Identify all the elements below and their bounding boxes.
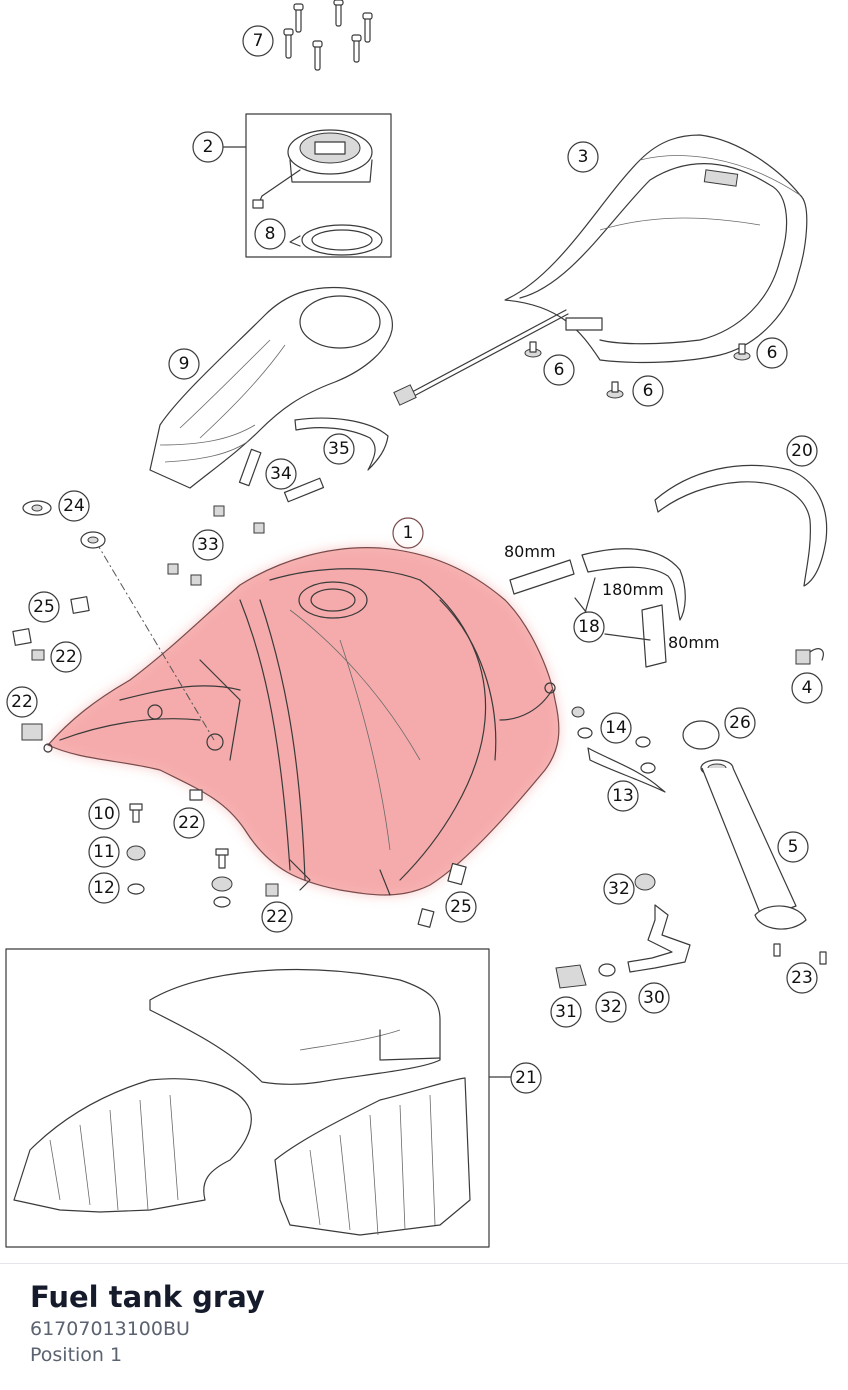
svg-text:35: 35	[328, 439, 350, 459]
dimension-80mm-bottom: 80mm	[668, 633, 720, 652]
callout-33[interactable]: 33	[192, 529, 224, 561]
svg-text:31: 31	[555, 1002, 577, 1022]
svg-text:8: 8	[265, 224, 276, 244]
svg-text:6: 6	[554, 360, 565, 380]
svg-text:24: 24	[63, 496, 85, 516]
svg-text:32: 32	[600, 997, 622, 1017]
callout-30[interactable]: 30	[638, 982, 670, 1014]
dimension-labels: 80mm 180mm 80mm	[504, 542, 720, 652]
tank-cover	[149, 286, 393, 489]
svg-text:6: 6	[643, 381, 654, 401]
callout-11[interactable]: 11	[88, 836, 120, 868]
fastener-column	[126, 803, 233, 908]
callout-9[interactable]: 9	[168, 348, 200, 380]
svg-text:25: 25	[33, 597, 55, 617]
svg-text:25: 25	[450, 897, 472, 917]
callout-13[interactable]: 13	[607, 780, 639, 812]
svg-text:9: 9	[179, 354, 190, 374]
part-name: Fuel tank gray	[30, 1280, 265, 1314]
svg-text:2: 2	[203, 137, 214, 157]
bracket	[571, 706, 666, 793]
hose-assembly	[555, 873, 691, 989]
part-position: Position 1	[30, 1344, 123, 1366]
seat	[393, 134, 808, 406]
svg-text:30: 30	[643, 988, 665, 1008]
svg-text:5: 5	[788, 837, 799, 857]
callout-22a[interactable]: 22	[50, 641, 82, 673]
callout-18[interactable]: 18	[573, 611, 605, 643]
svg-text:4: 4	[802, 678, 813, 698]
fuel-tank-highlighted	[43, 547, 560, 896]
svg-text:11: 11	[93, 842, 115, 862]
svg-text:7: 7	[253, 31, 264, 51]
callout-6b[interactable]: 6	[632, 375, 664, 407]
svg-text:22: 22	[11, 692, 33, 712]
callout-3[interactable]: 3	[567, 141, 599, 173]
part-number: 61707013100BU	[30, 1318, 190, 1340]
dash-leader	[22, 500, 215, 741]
svg-text:18: 18	[578, 617, 600, 637]
svg-text:21: 21	[515, 1068, 537, 1088]
callout-12[interactable]: 12	[88, 872, 120, 904]
callout-32a[interactable]: 32	[603, 873, 635, 905]
callout-31[interactable]: 31	[550, 996, 582, 1028]
callout-22d[interactable]: 22	[261, 901, 293, 933]
exploded-parts-diagram: 80mm 180mm 80mm 1 2 3 4 5 6 6 6 7 8 9 10…	[5, 0, 828, 1248]
callout-10[interactable]: 10	[88, 798, 120, 830]
callout-2[interactable]: 2	[192, 131, 224, 163]
callout-26[interactable]: 26	[724, 707, 756, 739]
divider	[0, 1263, 848, 1264]
svg-text:10: 10	[93, 804, 115, 824]
callout-6a[interactable]: 6	[543, 354, 575, 386]
dimension-80mm-top: 80mm	[504, 542, 556, 561]
callout-25b[interactable]: 25	[445, 891, 477, 923]
svg-text:1: 1	[403, 523, 414, 543]
callout-24[interactable]: 24	[58, 490, 90, 522]
callout-5[interactable]: 5	[777, 831, 809, 863]
callout-7[interactable]: 7	[242, 25, 274, 57]
callout-22c[interactable]: 22	[173, 807, 205, 839]
connector-part	[795, 648, 824, 665]
callout-20[interactable]: 20	[786, 435, 818, 467]
callout-4[interactable]: 4	[791, 672, 823, 704]
callout-21[interactable]: 21	[510, 1062, 542, 1094]
svg-text:23: 23	[791, 968, 813, 988]
filler-neck	[682, 720, 827, 965]
svg-text:22: 22	[178, 813, 200, 833]
small-fasteners	[12, 505, 467, 928]
callout-1[interactable]: 1	[392, 517, 424, 549]
callout-22b[interactable]: 22	[6, 686, 38, 718]
filler-cap-box	[222, 113, 392, 258]
svg-text:32: 32	[608, 879, 630, 899]
svg-text:12: 12	[93, 878, 115, 898]
svg-text:26: 26	[729, 713, 751, 733]
heat-shield-box	[5, 948, 512, 1248]
part-info: Fuel tank gray 61707013100BU Position 1	[30, 1278, 265, 1368]
callout-6c[interactable]: 6	[756, 337, 788, 369]
rubber-strips-right	[509, 464, 828, 668]
svg-text:33: 33	[197, 535, 219, 555]
callout-14[interactable]: 14	[600, 712, 632, 744]
callout-25a[interactable]: 25	[28, 591, 60, 623]
callout-23[interactable]: 23	[786, 962, 818, 994]
svg-text:6: 6	[767, 343, 778, 363]
strips	[238, 417, 389, 503]
callout-32b[interactable]: 32	[595, 991, 627, 1023]
svg-text:14: 14	[605, 718, 627, 738]
svg-text:22: 22	[266, 907, 288, 927]
callout-35[interactable]: 35	[323, 433, 355, 465]
rubber-bumpers	[524, 341, 751, 399]
svg-text:22: 22	[55, 647, 77, 667]
callouts: 1 2 3 4 5 6 6 6 7 8 9 10 11 12 13 14 18 …	[6, 25, 823, 1094]
svg-text:20: 20	[791, 441, 813, 461]
dimension-180mm: 180mm	[602, 580, 664, 599]
svg-text:34: 34	[270, 464, 292, 484]
svg-text:13: 13	[612, 786, 634, 806]
svg-text:3: 3	[578, 147, 589, 167]
callout-34[interactable]: 34	[265, 458, 297, 490]
bolts-group	[283, 0, 373, 71]
callout-8[interactable]: 8	[254, 218, 286, 250]
